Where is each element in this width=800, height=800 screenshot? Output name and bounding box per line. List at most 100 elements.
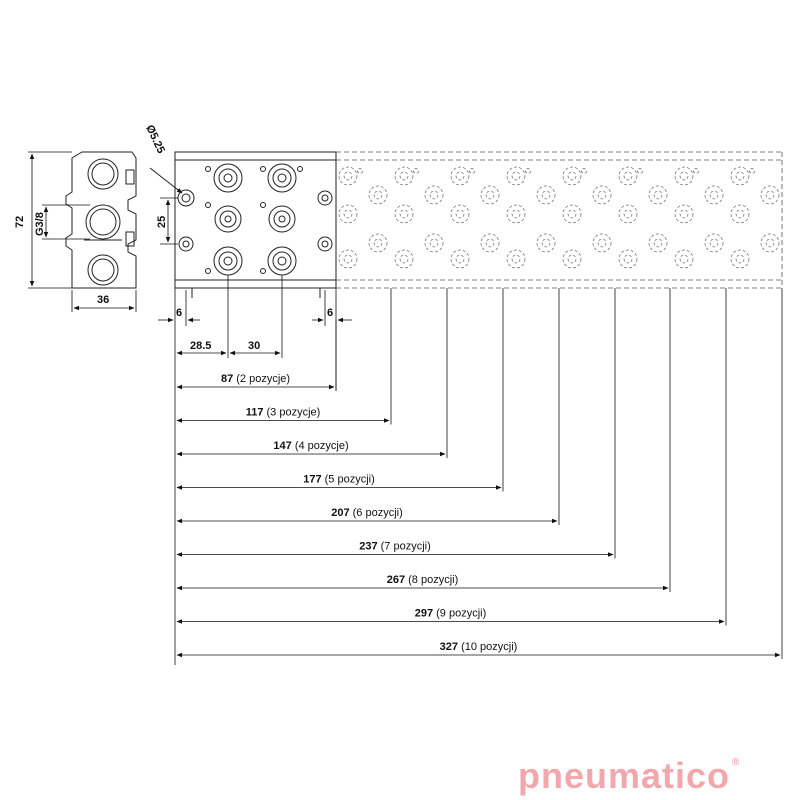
dashed-port (394, 166, 414, 186)
dashed-port (704, 185, 724, 205)
dim-width (71, 290, 137, 312)
dim-height-label: 72 (14, 216, 26, 228)
dim-port-spacing (176, 275, 283, 358)
dashed-port-core (373, 190, 383, 200)
dashed-port-core (765, 190, 775, 200)
length-value: 177 (303, 474, 324, 486)
length-note: (4 pozycje) (295, 440, 349, 452)
dashed-port-core (679, 254, 689, 264)
dashed-port (730, 249, 750, 269)
dashed-port (562, 204, 582, 224)
dashed-port-core (597, 238, 607, 248)
length-note: (6 pozycji) (353, 507, 403, 519)
dashed-port (480, 185, 500, 205)
side-view (65, 151, 137, 289)
extension-outline (336, 151, 783, 289)
dashed-port-core (623, 254, 633, 264)
dashed-port-core (343, 254, 353, 264)
dashed-port-core (455, 171, 465, 181)
length-note: (7 pozycji) (381, 541, 431, 553)
length-label: 147 (4 pozycje) (273, 440, 348, 452)
dim-hole-label: Ø5.25 (143, 123, 167, 155)
dashed-port (562, 249, 582, 269)
dashed-port-core (653, 190, 663, 200)
length-label: 237 (7 pozycji) (359, 541, 431, 553)
dashed-port-core (511, 209, 521, 219)
dashed-port-core (343, 209, 353, 219)
dashed-port (592, 233, 612, 253)
length-value: 147 (273, 440, 294, 452)
dashed-port-core (485, 190, 495, 200)
dashed-screw (469, 168, 475, 174)
length-label: 87 (2 pozycje) (221, 373, 290, 385)
dashed-port (506, 166, 526, 186)
dashed-screw (525, 168, 531, 174)
dashed-port-core (653, 238, 663, 248)
length-value: 117 (246, 407, 267, 419)
dashed-screw (637, 168, 643, 174)
dashed-screw (581, 168, 587, 174)
length-label: 177 (5 pozycji) (303, 474, 375, 486)
dashed-screw (749, 168, 755, 174)
dashed-port-core (429, 238, 439, 248)
dashed-port-core (399, 171, 409, 181)
dashed-port (562, 166, 582, 186)
dashed-port (536, 233, 556, 253)
dashed-port-core (399, 254, 409, 264)
length-label: 297 (9 pozycji) (415, 608, 487, 620)
dashed-port (648, 185, 668, 205)
dashed-port (450, 166, 470, 186)
length-note: (9 pozycji) (436, 608, 486, 620)
dashed-port-core (373, 238, 383, 248)
dim-height (28, 151, 72, 289)
dashed-port (730, 166, 750, 186)
dashed-port (450, 204, 470, 224)
dashed-port (760, 185, 780, 205)
dashed-port (368, 185, 388, 205)
logo-text: pneumatico (518, 755, 731, 796)
dim-edge-left-label: 6 (176, 307, 182, 319)
length-note: (5 pozycji) (325, 474, 375, 486)
dim-hole (149, 167, 183, 194)
dashed-port-core (567, 254, 577, 264)
dashed-port (506, 204, 526, 224)
dashed-port-core (623, 171, 633, 181)
dashed-port-core (541, 238, 551, 248)
dim-thread-label: G3/8 (34, 212, 46, 236)
length-note: (10 pozycji) (461, 641, 517, 653)
dashed-port-core (455, 254, 465, 264)
length-value: 297 (415, 608, 436, 620)
length-value: 87 (221, 373, 236, 385)
dashed-port (394, 249, 414, 269)
dashed-port-core (399, 209, 409, 219)
dashed-port (368, 233, 388, 253)
dim-pitch-v-label: 25 (156, 216, 168, 228)
dashed-port (618, 204, 638, 224)
dashed-port (730, 204, 750, 224)
length-label: 207 (6 pozycji) (331, 507, 403, 519)
dashed-port-core (735, 209, 745, 219)
dashed-port-core (709, 190, 719, 200)
dashed-port-core (567, 209, 577, 219)
dashed-port-core (735, 254, 745, 264)
dashed-port-core (455, 209, 465, 219)
dashed-port (450, 249, 470, 269)
dashed-port (674, 166, 694, 186)
dashed-port (648, 233, 668, 253)
dim-pitch-h-label: 30 (248, 340, 260, 352)
length-value: 207 (331, 507, 352, 519)
dashed-port-core (511, 171, 521, 181)
length-label: 117 (3 pozycje) (246, 407, 321, 419)
front-view (174, 151, 337, 298)
logo-registered-mark: ® (732, 757, 741, 768)
dashed-screw (357, 168, 363, 174)
dashed-port-core (679, 209, 689, 219)
dim-width-label: 36 (97, 294, 109, 306)
length-value: 267 (387, 574, 408, 586)
dashed-port-core (541, 190, 551, 200)
length-label: 267 (8 pozycji) (387, 574, 459, 586)
dashed-port-core (623, 209, 633, 219)
dim-first-port-label: 28.5 (190, 340, 211, 352)
dashed-port-core (567, 171, 577, 181)
